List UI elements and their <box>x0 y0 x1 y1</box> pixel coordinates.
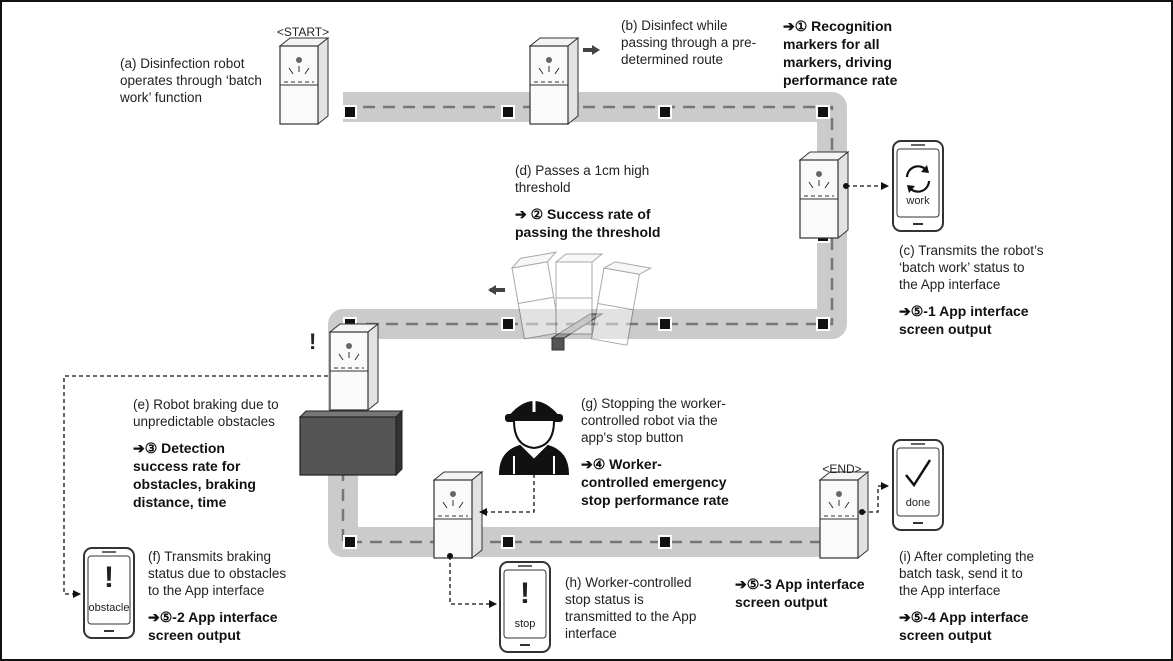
step-h-caption: (h) Worker-controlled stop status is tra… <box>565 575 697 641</box>
step-g-caption: (g) Stopping the worker- controlled robo… <box>581 396 726 445</box>
output-3-result: ➔⑤-3 App interface screen output <box>735 576 865 610</box>
step-a: (a) Disinfection robot operates through … <box>120 55 290 106</box>
step-c: (c) Transmits the robot’s ‘batch work’ s… <box>899 242 1079 338</box>
step-b: (b) Disinfect while passing through a pr… <box>621 17 791 68</box>
checkmark-icon <box>905 459 932 488</box>
robot-e <box>329 323 379 411</box>
step-b-caption: (b) Disinfect while passing through a pr… <box>621 18 757 67</box>
step-i-caption: (i) After completing the batch task, sen… <box>899 549 1035 598</box>
step-f-result: ➔⑤-2 App interface screen output <box>148 609 278 643</box>
phone-obstacle-label: obstacle <box>88 602 130 614</box>
step-f-caption: (f) Transmits braking status due to obst… <box>148 549 287 598</box>
route-marker <box>501 105 515 119</box>
exclamation-icon: ! <box>520 577 530 610</box>
end-label: <END> <box>822 462 862 476</box>
route-marker <box>501 535 515 549</box>
route-centerline <box>341 105 834 544</box>
step-d-caption: (d) Passes a 1cm high threshold <box>515 163 650 195</box>
route-marker <box>658 317 672 331</box>
phone-work-label: work <box>906 195 930 207</box>
step-b-result: ➔① Recognition markers for all markers, … <box>783 18 898 88</box>
route-marker <box>816 105 830 119</box>
robot-end <box>819 471 869 559</box>
phone-work <box>892 140 944 232</box>
step-b-result-block: ➔① Recognition markers for all markers, … <box>783 8 933 89</box>
step-d: (d) Passes a 1cm high threshold ➔ ② Succ… <box>515 162 705 241</box>
phone-done <box>892 439 944 531</box>
step-f: (f) Transmits braking status due to obst… <box>148 548 318 644</box>
phone-stop-label: stop <box>514 618 536 630</box>
step-e-result: ➔③ Detection success rate for obstacles,… <box>133 440 256 510</box>
route-marker <box>658 535 672 549</box>
step-g: (g) Stopping the worker- controlled robo… <box>581 395 761 509</box>
robot-c <box>799 151 849 239</box>
phone-done-label: done <box>905 497 931 509</box>
step-c-caption: (c) Transmits the robot’s ‘batch work’ s… <box>899 243 1044 292</box>
output-3-block: ➔⑤-3 App interface screen output <box>735 566 905 611</box>
robot-h <box>433 471 483 559</box>
step-h: (h) Worker-controlled stop status is tra… <box>565 574 735 642</box>
route-marker <box>343 535 357 549</box>
obstacle-box <box>298 409 404 477</box>
step-e: (e) Robot braking due to unpredictable o… <box>133 396 303 511</box>
exclamation-icon: ! <box>104 561 114 594</box>
step-i: (i) After completing the batch task, sen… <box>899 548 1079 644</box>
route-marker <box>658 105 672 119</box>
step-a-caption: (a) Disinfection robot operates through … <box>120 56 262 105</box>
robot-b <box>529 37 579 125</box>
route-marker <box>501 317 515 331</box>
step-c-result: ➔⑤-1 App interface screen output <box>899 303 1029 337</box>
worker-icon <box>498 392 570 475</box>
step-e-caption: (e) Robot braking due to unpredictable o… <box>133 397 279 429</box>
start-label: <START> <box>276 25 330 39</box>
step-i-result: ➔⑤-4 App interface screen output <box>899 609 1029 643</box>
route-marker <box>343 105 357 119</box>
step-g-result: ➔④ Worker- controlled emergency stop per… <box>581 456 729 508</box>
step-d-result: ➔ ② Success rate of passing the threshol… <box>515 206 661 240</box>
route-marker <box>816 317 830 331</box>
warning-mark: ! <box>309 329 317 354</box>
threshold-robots <box>510 251 653 346</box>
